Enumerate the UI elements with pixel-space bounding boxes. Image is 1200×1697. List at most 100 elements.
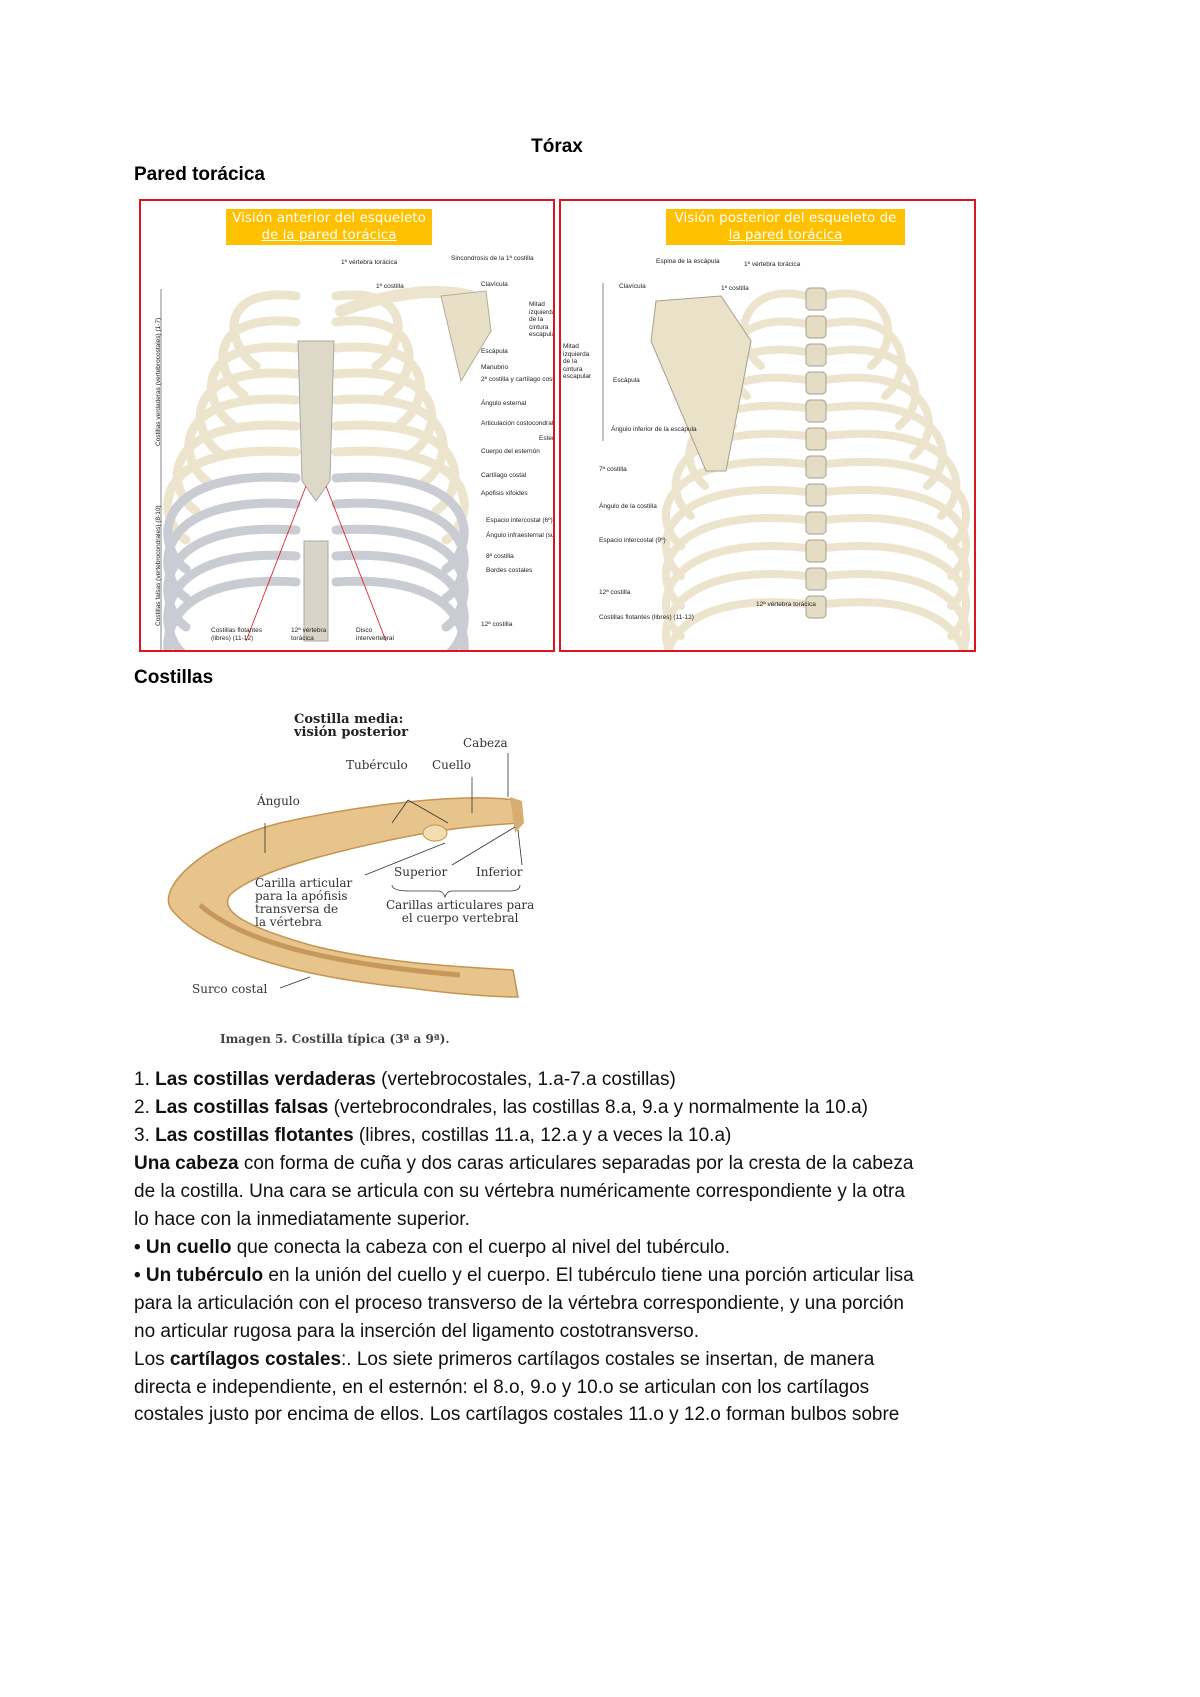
paragraph-line: costales justo por encima de ellos. Los …: [134, 1404, 900, 1425]
figure-label: Cuerpo del esternón: [481, 448, 540, 455]
vertebra: [805, 427, 827, 451]
figure-label: Espacio intercostal (6º): [486, 517, 553, 524]
figure-caption: Imagen 5. Costilla típica (3ª a 9ª).: [220, 1032, 450, 1046]
figure-label: Sincondrosis de la 1ª costilla: [451, 255, 534, 262]
figure-posterior-thorax: Visión posterior del esqueleto de la par…: [559, 199, 976, 652]
figure-label: Espina de la escápula: [656, 258, 720, 265]
figure-label: 2ª costilla y cartílago costal: [481, 376, 555, 383]
figure-label: Ángulo infraesternal (subcostal): [486, 532, 555, 539]
rib-left: [664, 598, 810, 650]
clavicle: [335, 286, 477, 317]
figure-label: Bordes costales: [486, 567, 533, 574]
paragraph-line: Los cartílagos costales:. Los siete prim…: [134, 1349, 875, 1370]
rib-right: [331, 316, 414, 400]
rib-right: [331, 550, 469, 650]
vertebra: [805, 315, 827, 339]
figure-label: Costillas falsas (vertebrocondrales) (8-…: [155, 505, 162, 626]
figure-label: Ángulo esternal: [481, 400, 527, 407]
list-item: 2. Las costillas falsas (vertebrocondral…: [134, 1097, 868, 1118]
figure-label: Clavícula: [619, 283, 646, 290]
figure-banner: Visión posterior del esqueleto de la par…: [666, 209, 905, 245]
rib-left: [163, 550, 301, 650]
rib-left: [671, 429, 810, 520]
rib-right: [822, 429, 961, 520]
figure-anterior-thorax: Visión anterior del esqueleto de la pare…: [139, 199, 555, 652]
rib-shape: [167, 797, 521, 998]
vertebral-column: [303, 540, 329, 642]
rib-cage-posterior-illustration: [602, 283, 970, 650]
rib-title-line: Costilla media:: [294, 712, 404, 727]
rib-title-line: visión posterior: [294, 725, 409, 740]
banner-line: Visión anterior del esqueleto: [232, 210, 426, 226]
list-item: 3. Las costillas flotantes (libres, cost…: [134, 1125, 732, 1146]
figure-label: Espacio intercostal (9º): [599, 537, 666, 544]
paragraph-line: para la articulación con el proceso tran…: [134, 1293, 904, 1314]
rib-left: [195, 368, 301, 458]
bullet-item: • Un tubérculo en la unión del cuello y …: [134, 1265, 914, 1286]
rib-right: [331, 368, 437, 458]
rib-cage-anterior-illustration: [160, 286, 492, 650]
rib-head: [510, 797, 524, 833]
rib-right: [822, 598, 968, 650]
figure-label: 1ª vértebra torácica: [341, 259, 398, 266]
rib-right: [331, 576, 469, 650]
figure-label: Esternón: [539, 435, 555, 442]
rib-right: [331, 394, 448, 487]
rib-left: [163, 576, 301, 650]
vertebra: [805, 595, 827, 619]
paragraph-line: lo hace con la inmediatamente superior.: [134, 1209, 470, 1230]
rib-right: [331, 290, 403, 371]
figure-label: Cartílago costal: [481, 472, 527, 479]
rib-right: [331, 342, 425, 429]
sternum: [297, 340, 335, 502]
figure-label: Manubrio: [481, 364, 509, 371]
figure-label: Disco intervertebral: [356, 627, 394, 642]
vertebra: [805, 343, 827, 367]
vertebra: [805, 399, 827, 423]
figure-label: Escápula: [613, 377, 640, 384]
vertebra: [805, 483, 827, 507]
figure-label: Costillas verdaderas (vertebrocostales) …: [155, 317, 162, 446]
figure-label: 12ª costilla: [599, 589, 631, 596]
vertebra: [805, 287, 827, 311]
infrasternal-angle-line: [245, 485, 387, 642]
figure-label: Clavícula: [481, 281, 508, 288]
paragraph-line: de la costilla. Una cara se articula con…: [134, 1181, 905, 1202]
figure-label: Costillas flotantes (libres) (11-12): [599, 614, 694, 621]
figure-label: Ángulo de la costilla: [599, 503, 657, 510]
figure-label: 7ª costilla: [599, 466, 627, 473]
figure-label: Escápula: [481, 348, 508, 355]
figure-label: 8ª costilla: [486, 553, 514, 560]
bullet-item: • Un cuello que conecta la cabeza con el…: [134, 1237, 730, 1258]
rib-right: [822, 570, 970, 650]
figure-label: 1ª costilla: [721, 285, 749, 292]
costal-groove: [198, 903, 461, 978]
figure-label: Mitad izquierda de la cintura escapular: [529, 301, 555, 338]
section-heading-costillas: Costillas: [134, 667, 214, 688]
label-line: transversa de: [255, 902, 339, 916]
rib-left: [662, 570, 810, 650]
label-line: Carilla articular: [255, 876, 353, 890]
figure-label: 12ª vértebra torácica: [756, 601, 816, 608]
rib-left: [207, 342, 301, 429]
label-line: Carillas articulares para: [386, 898, 535, 912]
figure-label: 1ª vértebra torácica: [744, 261, 801, 268]
paragraph-line: no articular rugosa para la inserción de…: [134, 1321, 700, 1342]
banner-line: de la pared torácica: [261, 227, 397, 243]
label-superior: Superior: [394, 865, 448, 879]
paragraph-line: directa e independiente, en el esternón:…: [134, 1377, 870, 1398]
vertebra: [805, 539, 827, 563]
label-line: para la apófisis: [255, 889, 348, 903]
figure-typical-rib: Costilla media:visión posterior Cabeza T…: [160, 705, 540, 1055]
label-line: el cuerpo vertebral: [401, 911, 519, 925]
tubercle-facet: [422, 824, 448, 842]
scapula: [650, 295, 752, 472]
rib-figure-title: Costilla media:visión posterior: [294, 713, 408, 739]
vertebra: [805, 567, 827, 591]
label-tuberculo: Tubérculo: [346, 758, 408, 772]
scapula: [440, 290, 492, 383]
label-cuello: Cuello: [432, 758, 471, 772]
vertebra: [805, 455, 827, 479]
